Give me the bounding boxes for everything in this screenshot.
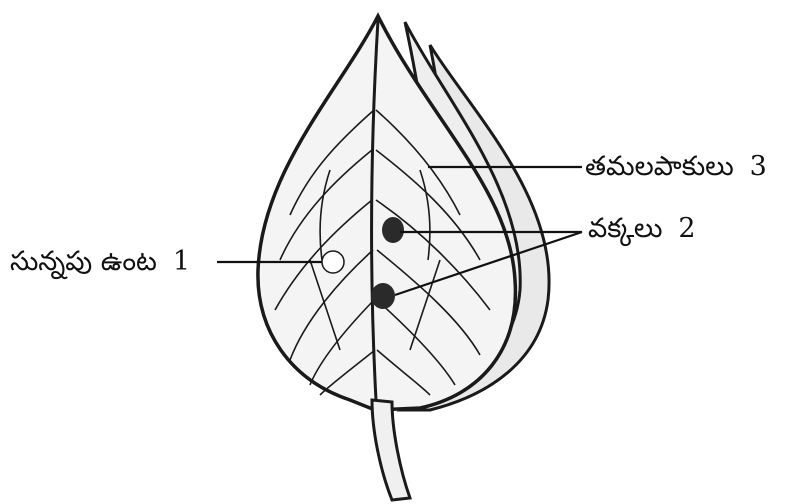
label-betel-leaves-number: 3 bbox=[750, 151, 767, 182]
nut-spot-lower bbox=[371, 283, 395, 309]
label-pouches: వక్కలు 2 bbox=[588, 215, 696, 242]
label-lime-spot-text: సున్నపు ఉంట bbox=[10, 246, 157, 277]
label-pouches-number: 2 bbox=[678, 213, 695, 244]
label-pouches-text: వక్కలు bbox=[588, 213, 662, 244]
nut-spot-upper bbox=[382, 217, 404, 243]
label-lime-spot: సున్నపు ఉంట 1 bbox=[10, 248, 190, 275]
leaf-stem bbox=[372, 400, 410, 500]
label-betel-leaves-text: తమలపాకులు bbox=[585, 151, 734, 182]
label-betel-leaves: తమలపాకులు 3 bbox=[585, 153, 767, 180]
lime-spot bbox=[322, 251, 344, 273]
label-lime-spot-number: 1 bbox=[173, 246, 190, 277]
